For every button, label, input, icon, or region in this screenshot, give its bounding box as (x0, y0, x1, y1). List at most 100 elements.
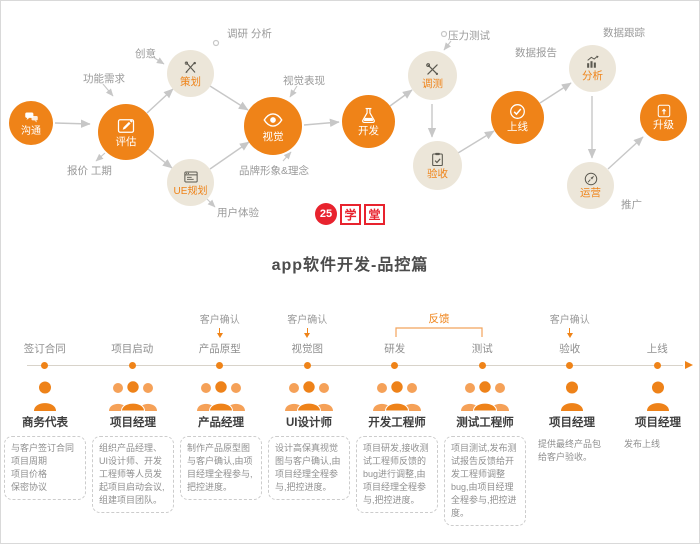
role-name: 项目经理 (549, 417, 595, 429)
milestone-label: 验收 (559, 343, 581, 355)
flow-decoration-ring (212, 39, 220, 47)
role-project-manager-2: 项目经理 提供最终产品包给客户验收。 (529, 379, 615, 526)
flow-node-development: 开发 (342, 95, 395, 148)
customer-confirm-label: 客户确认 (549, 315, 590, 326)
team-icon (197, 380, 245, 411)
flask-icon (362, 107, 375, 123)
flow-node-label: 评估 (115, 135, 137, 148)
person-icon (561, 381, 583, 411)
flow-node-upgrade: 升级 (640, 94, 687, 141)
annotation-creativity: 创意 (135, 48, 156, 60)
logo-char-2: 堂 (364, 203, 385, 225)
role-description: 发布上线 (624, 439, 661, 449)
flow-node-label: 升级 (653, 119, 674, 132)
project-timeline-section: 客户确认 客户确认 客户确认 反馈 签订合同 (1, 311, 699, 527)
milestone-labels: 签订合同 项目启动 产品原型 视觉图 研发 测试 验收 上线 (1, 341, 699, 357)
down-arrow-icon (569, 328, 571, 333)
timeline-annotations: 客户确认 客户确认 客户确认 反馈 (1, 311, 699, 341)
milestone-label: 视觉图 (291, 343, 324, 355)
annotation-stress-test: 压力测试 (448, 30, 490, 42)
flow-node-operation: 运营 (567, 162, 614, 209)
customer-confirm-marker: 客户确认 (287, 311, 327, 338)
role-test-engineer: 测试工程师 项目测试,发布测试报告反馈给开发工程师调整bug,由项目经理全程参与… (441, 379, 529, 527)
role-project-manager-1: 项目经理 组织产品经理、UI设计师、开发工程师等人员发起项目启动会议,组建项目团… (89, 379, 177, 526)
flow-arrows (54, 30, 644, 208)
browser-icon (183, 171, 198, 182)
annotation-promotion: 推广 (621, 199, 642, 211)
flow-node-analysis: 分析 (569, 45, 616, 92)
role-description: 项目研发,接收测试工程师反馈的bug进行调整,由项目经理全程参与,把控进度。 (356, 436, 438, 514)
team-icon (109, 380, 157, 411)
annotation-user-experience: 用户体验 (217, 207, 259, 219)
page-title: app软件开发-品控篇 (271, 257, 429, 274)
team-icon (285, 380, 333, 411)
roles-row: 商务代表 与客户签订合同 项目周期 项目价格 保密协议 项目经理 组织产品经理、… (1, 379, 699, 527)
flow-node-evaluation: 评估 (98, 104, 154, 160)
milestone-dot (303, 362, 311, 369)
customer-confirm-label: 客户确认 (199, 315, 240, 326)
role-description: 制作产品原型图与客户确认,由项目经理全程参与,把控进度。 (180, 436, 262, 501)
flow-decoration-ring (440, 30, 448, 38)
role-name: 项目经理 (110, 417, 156, 429)
role-project-manager-3: 项目经理 发布上线 (615, 379, 699, 526)
milestone-label: 研发 (384, 343, 406, 355)
upgrade-icon (657, 104, 670, 118)
annotation-feature-requirements: 功能需求 (83, 73, 125, 85)
flow-node-communication: 沟通 (9, 101, 53, 145)
annotation-data-report: 数据报告 (515, 47, 557, 59)
role-name: UI设计师 (286, 417, 332, 429)
annotation-brand-concept: 品牌形象&理念 (239, 165, 310, 177)
flow-node-planning: 策划 (167, 50, 214, 97)
role-description: 设计高保真视觉图与客户确认,由项目经理全程参与,把控进度。 (268, 436, 350, 501)
tools-icon (184, 61, 196, 73)
brand-logo: 25 学 堂 (315, 203, 385, 225)
flow-node-launch: 上线 (491, 91, 544, 144)
flow-node-acceptance: 验收 (413, 141, 462, 190)
bracket-icon (395, 327, 483, 337)
milestone-dot (391, 362, 399, 369)
flow-node-visual: 视觉 (244, 97, 302, 155)
role-name: 商务代表 (22, 417, 68, 429)
eye-icon (263, 112, 283, 127)
role-description: 与客户签订合同 项目周期 项目价格 保密协议 (4, 436, 86, 501)
role-name: 项目经理 (635, 417, 681, 429)
timeline-line (27, 365, 683, 366)
wrench-icon (426, 62, 439, 75)
customer-confirm-label: 客户确认 (287, 315, 328, 326)
role-business-rep: 商务代表 与客户签订合同 项目周期 项目价格 保密协议 (1, 379, 89, 526)
flow-node-label: 运营 (580, 187, 601, 200)
annotation-quote-schedule: 报价 工期 (67, 165, 112, 177)
pencil-icon (117, 118, 135, 133)
check-circle-icon (510, 103, 525, 119)
flow-node-label: 策划 (180, 75, 201, 88)
flow-node-debugging: 调测 (408, 51, 457, 100)
compass-icon (584, 172, 597, 186)
flow-node-label: 开发 (358, 124, 379, 137)
milestone-label: 测试 (471, 343, 493, 355)
flow-node-label: 验收 (427, 167, 448, 180)
role-dev-engineer: 开发工程师 项目研发,接收测试工程师反馈的bug进行调整,由项目经理全程参与,把… (353, 379, 441, 526)
feedback-label: 反馈 (428, 313, 450, 325)
role-description: 提供最终产品包给客户验收。 (538, 439, 602, 463)
milestone-label: 上线 (646, 343, 668, 355)
annotation-visual-expression: 视觉表现 (283, 75, 325, 87)
milestone-dot (41, 362, 49, 369)
role-name: 开发工程师 (368, 417, 426, 429)
milestone-dot (653, 362, 661, 369)
down-arrow-icon (306, 328, 308, 333)
timeline-track (1, 359, 699, 373)
process-flowchart: 沟通 评估 策划 (1, 1, 699, 241)
flow-node-ue-planning: UE规划 (167, 159, 214, 206)
annotation-data-tracking: 数据跟踪 (603, 27, 645, 39)
person-icon (34, 381, 56, 411)
down-arrow-icon (219, 328, 221, 333)
chat-icon (24, 112, 38, 122)
flow-node-label: 视觉 (262, 130, 284, 143)
milestone-dot (566, 362, 574, 369)
flow-node-label: 分析 (582, 70, 603, 83)
logo-char-1: 学 (340, 203, 361, 225)
flow-node-label: UE规划 (173, 185, 208, 197)
milestone-label: 产品原型 (198, 343, 241, 355)
customer-confirm-marker: 客户确认 (550, 311, 590, 338)
